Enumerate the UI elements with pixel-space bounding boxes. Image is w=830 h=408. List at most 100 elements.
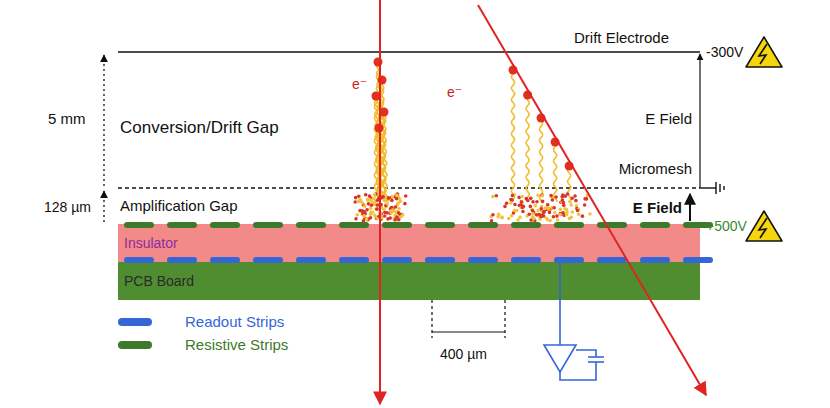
legend-swatch (118, 318, 152, 326)
avalanche-charge (389, 211, 393, 215)
avalanche-charge (520, 195, 524, 199)
drift-path (539, 118, 543, 202)
illustration-part (746, 211, 782, 241)
avalanche-charge (541, 194, 545, 198)
annotation: Drift Electrode (574, 29, 669, 46)
avalanche-charge (365, 217, 369, 221)
avalanche-charge (383, 214, 387, 218)
annotation: e⁻ (447, 84, 462, 100)
avalanche-charge (522, 205, 526, 209)
annotation: 400 µm (440, 346, 487, 362)
readout-strip (425, 257, 455, 263)
legend-label: Readout Strips (185, 312, 284, 332)
avalanche-charge (369, 199, 373, 203)
readout-strip (210, 257, 240, 263)
avalanche-charge (376, 203, 380, 207)
field-arrow (689, 194, 691, 221)
avalanche-charge (560, 195, 564, 199)
illustration-part (746, 37, 782, 67)
avalanche-charge (588, 212, 592, 216)
annotation: E Field (633, 199, 682, 216)
drift-electrode (118, 51, 700, 53)
avalanche-charge (363, 205, 367, 209)
resistive-strip (167, 222, 197, 228)
resistive-strip (210, 222, 240, 228)
avalanche-charge (569, 203, 573, 207)
resistive-strip (554, 222, 584, 228)
illustration-part (719, 184, 720, 192)
avalanche-charge (518, 215, 522, 219)
readout-strip (296, 257, 326, 263)
avalanche-charge (396, 201, 400, 205)
avalanche-charge (369, 207, 373, 211)
annotation: 128 µm (44, 199, 91, 215)
avalanche-charge (535, 200, 539, 204)
readout-strip (339, 257, 369, 263)
avalanche-charge (543, 206, 547, 210)
readout-strip (683, 257, 713, 263)
avalanche-charge (539, 207, 543, 211)
readout-strip (468, 257, 498, 263)
avalanche-charge (576, 209, 580, 213)
avalanche-charge (563, 194, 567, 198)
avalanche-charge (391, 195, 395, 199)
readout-strip (640, 257, 670, 263)
avalanche-charge (356, 213, 360, 217)
avalanche-charge (521, 210, 525, 214)
avalanche-charge (546, 203, 550, 207)
annotation: E Field (645, 110, 692, 127)
readout-strip (382, 257, 412, 263)
avalanche-charge (394, 205, 398, 209)
avalanche-charge (491, 195, 495, 199)
drift-path (382, 112, 386, 202)
annotation: -300V (706, 44, 743, 60)
avalanche-charge (526, 199, 530, 203)
avalanche-charge (527, 212, 531, 216)
resistive-strip (124, 222, 154, 228)
avalanche-charge (577, 212, 581, 216)
avalanche-charge (536, 209, 540, 213)
field-arrow (699, 54, 700, 188)
resistive-strip (339, 222, 369, 228)
illustration-part (432, 331, 505, 332)
avalanche-charge (399, 215, 403, 219)
illustration-part (560, 362, 596, 380)
avalanche-charge (513, 203, 517, 207)
avalanche-charge (540, 193, 544, 197)
avalanche-charge (371, 210, 375, 214)
resistive-strip (425, 222, 455, 228)
avalanche-charge (359, 199, 363, 203)
avalanche-charge (561, 211, 565, 215)
resistive-strip (296, 222, 326, 228)
dimension-arrow (103, 55, 104, 186)
hv-warning (746, 37, 782, 67)
avalanche-charge (360, 209, 364, 213)
avalanche-charge (568, 200, 572, 204)
illustration-part (544, 345, 576, 372)
avalanche-charge (531, 209, 535, 213)
avalanche-charge (386, 202, 390, 206)
resistive-strip (382, 222, 412, 228)
annotation: Conversion/Drift Gap (120, 118, 279, 138)
avalanche-charge (509, 198, 513, 202)
avalanche-charge (556, 218, 560, 222)
avalanche-charge (570, 197, 574, 201)
avalanche-charge (368, 194, 372, 198)
hv-warning (746, 211, 782, 241)
avalanche-charge (354, 196, 358, 200)
avalanche-charge (513, 209, 517, 213)
avalanche-charge (373, 214, 377, 218)
readout-strip (597, 257, 627, 263)
particle-track (478, 5, 706, 395)
avalanche-charge (500, 215, 504, 219)
avalanche-charge (548, 211, 552, 215)
avalanche-charge (376, 199, 380, 203)
avalanche-charge (565, 208, 569, 212)
avalanche-charge (511, 194, 515, 198)
drift-path (553, 142, 557, 202)
layer-name: PCB Board (124, 273, 194, 289)
avalanche-charge (395, 194, 399, 198)
resistive-strip (597, 222, 627, 228)
avalanche-charge (520, 200, 524, 204)
avalanche-charge (375, 207, 379, 211)
